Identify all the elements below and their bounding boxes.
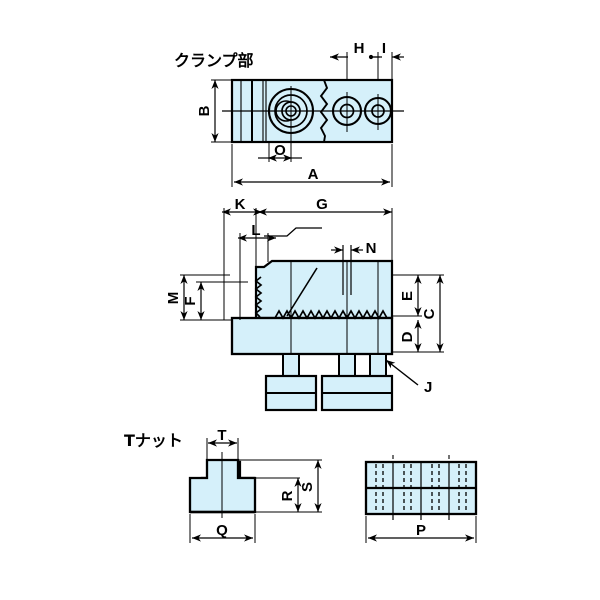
dimension-N: N: [331, 240, 376, 257]
dimension-R: R: [279, 478, 302, 512]
clamp-side-view: K G L N M: [165, 196, 444, 412]
clamp-side-bolt-group-left: [264, 353, 318, 412]
dimension-label-P: P: [416, 522, 426, 539]
tnut-side-view: P: [364, 455, 478, 543]
dimension-M: M: [165, 274, 232, 321]
clamp-top-view: B O A H: [174, 40, 404, 187]
dimension-S: S: [299, 460, 322, 512]
tnut-view-title: Tナット: [124, 431, 183, 450]
dimension-Q: Q: [189, 514, 256, 543]
dimension-T: T: [206, 427, 239, 462]
clamp-part-view-title: クランプ部: [174, 51, 254, 70]
clamp-side-serration-teeth: [274, 309, 388, 320]
dimension-A: A: [231, 144, 393, 187]
dimension-label-I: I: [382, 40, 386, 57]
tnut-side-center-ticks: [392, 455, 450, 459]
dimension-label-E: E: [399, 291, 416, 301]
bolt-shank-left: [282, 353, 300, 377]
tnut-side-segment-lines: [392, 462, 450, 520]
dimension-label-G: G: [316, 196, 328, 213]
clamp-top-break-line: [319, 79, 329, 143]
dimension-E: E: [392, 274, 444, 317]
dimension-C: C: [421, 275, 444, 352]
dimension-label-C: C: [421, 308, 438, 319]
dimension-label-R: R: [279, 490, 296, 501]
dimension-label-T: T: [217, 427, 226, 444]
tnut-extension-lines: [238, 459, 322, 513]
dimension-B: B: [196, 79, 235, 143]
dimension-label-B: B: [196, 105, 213, 116]
dimension-label-L: L: [251, 222, 260, 239]
dimension-label-Q: Q: [216, 522, 228, 539]
clamp-side-bolt-group-right: [320, 353, 394, 412]
dimension-label-N: N: [366, 240, 377, 257]
tnut-front-view: T R S Q Tナット: [124, 427, 322, 543]
dimension-D: D: [392, 320, 444, 353]
tnut-side-hidden-holes: [375, 464, 467, 512]
clamp-side-serration-leader: [286, 267, 318, 317]
clamp-side-upper-jaw: [254, 259, 394, 320]
dimension-label-S: S: [299, 482, 316, 492]
dimension-G: G: [258, 196, 393, 265]
dimension-label-A: A: [308, 166, 319, 183]
bolt-shank-right: [369, 353, 387, 377]
dimension-label-M: M: [165, 292, 182, 305]
dimension-label-O: O: [274, 142, 286, 159]
clamp-top-hole-centerlines: [290, 86, 379, 142]
dimension-L: L: [238, 222, 276, 320]
bolt-shank-middle: [338, 353, 356, 377]
dimension-label-F: F: [182, 296, 199, 305]
leader-J: J: [385, 359, 432, 396]
dimension-label-H: H: [354, 40, 365, 57]
dimension-label-J: J: [424, 379, 432, 396]
dimension-O: O: [258, 142, 302, 162]
dimension-P: P: [365, 516, 477, 543]
dimension-label-K: K: [235, 196, 246, 213]
dimension-I: I: [372, 40, 404, 80]
dimension-label-D: D: [399, 331, 416, 342]
clamp-side-base-block: [230, 316, 394, 356]
clamp-side-left-serration: [254, 276, 263, 318]
dimension-F: F: [182, 281, 248, 320]
